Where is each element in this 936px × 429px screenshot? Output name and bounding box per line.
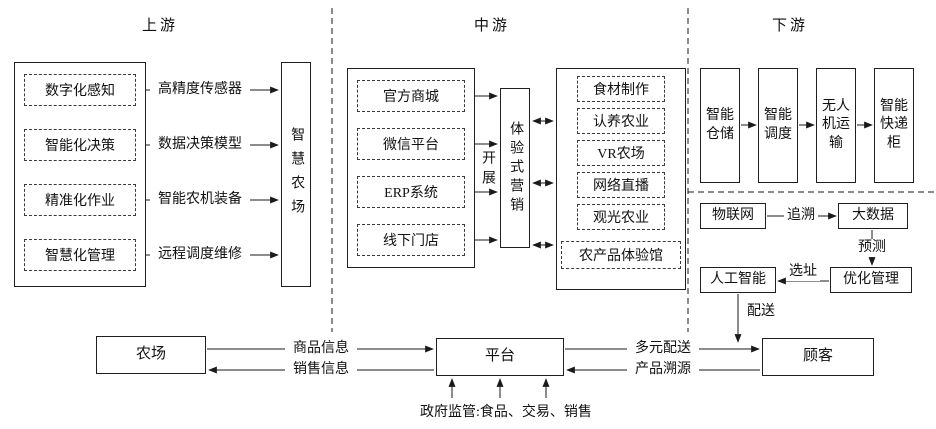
enabler-label: 智能农机装备 — [150, 191, 250, 209]
experience-box: 网络直播 — [577, 172, 665, 198]
capability-box: 精准化作业 — [24, 184, 136, 216]
logistics-box-smart-locker: 智能快递柜 — [874, 68, 914, 183]
logistics-box-drone-transport: 无人机运输 — [816, 68, 856, 183]
channel-box: 微信平台 — [357, 128, 465, 160]
enabler-label: 高精度传感器 — [150, 81, 250, 99]
channel-box: 线下门店 — [357, 224, 465, 256]
upstream-capabilities-group-box — [14, 62, 146, 287]
farm-box: 农场 — [96, 336, 206, 374]
experiences-group-box — [556, 68, 686, 290]
experience-box: 农产品体验馆 — [561, 241, 681, 269]
logistics-box-dispatch: 智能调度 — [758, 68, 798, 183]
capability-box: 智能化决策 — [24, 129, 136, 161]
section-title-upstream: 上游 — [141, 18, 178, 34]
site-selection-label: 选址 — [786, 263, 820, 281]
capability-box: 数字化感知 — [24, 74, 136, 106]
channel-box: ERP系统 — [357, 176, 465, 208]
platform-box: 平台 — [436, 338, 564, 376]
experience-box: 认养农业 — [577, 108, 665, 134]
experience-box: VR农场 — [577, 140, 665, 166]
optimize-management-box: 优化管理 — [830, 267, 912, 293]
experiential-marketing-box: 体验式营销 — [500, 88, 530, 248]
multi-delivery-label: 多元配送 — [627, 340, 699, 358]
enabler-label: 远程调度维修 — [150, 246, 250, 264]
section-title-downstream: 下游 — [771, 18, 808, 34]
experience-box: 观光农业 — [577, 204, 665, 230]
sales-info-label: 销售信息 — [285, 361, 357, 379]
capability-box: 智慧化管理 — [24, 239, 136, 271]
smart-farm-box: 智慧农场 — [281, 62, 311, 287]
iot-box: 物联网 — [700, 203, 766, 229]
delivery-label: 配送 — [744, 303, 778, 321]
trace-label: 追溯 — [784, 207, 818, 225]
customer-box: 顾客 — [762, 338, 874, 376]
enabler-label: 数据决策模型 — [150, 136, 250, 154]
goods-info-label: 商品信息 — [285, 340, 357, 358]
channel-box: 官方商城 — [357, 80, 465, 112]
midstream-channels-group-box — [347, 68, 475, 268]
predict-label: 预测 — [855, 239, 889, 257]
bigdata-box: 大数据 — [838, 203, 908, 229]
experience-box: 食材制作 — [577, 76, 665, 102]
government-supervision-label: 政府监管:食品、交易、销售 — [420, 405, 592, 420]
product-trace-label: 产品溯源 — [627, 361, 699, 379]
ai-box: 人工智能 — [700, 267, 776, 293]
logistics-box-warehouse: 智能仓储 — [700, 68, 740, 183]
carry-out-label: 开展 — [480, 150, 495, 190]
section-title-midstream: 中游 — [473, 18, 510, 34]
